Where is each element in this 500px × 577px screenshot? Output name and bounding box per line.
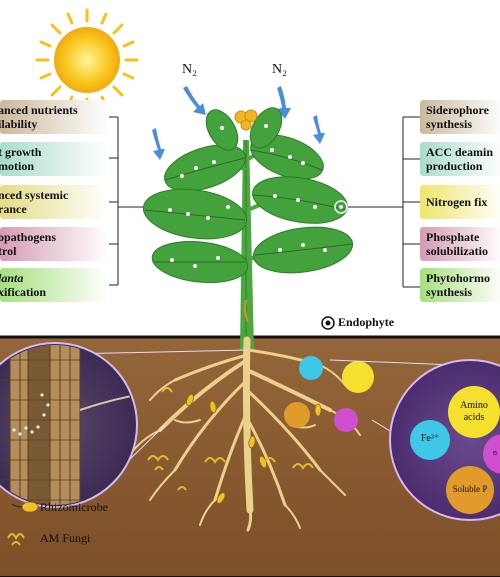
left-box-growth: t growth motion (0, 142, 108, 176)
amino-line2: acids (463, 412, 485, 423)
partial-label: n (493, 448, 497, 457)
endophyte-legend-icon (321, 316, 335, 330)
right-box-line2: solubilizatio (426, 244, 489, 258)
right-box-line1: ACC deamin (426, 145, 494, 159)
left-box-line1: opathogens (0, 230, 57, 244)
root-cell-magnification (0, 342, 138, 508)
am-fungi-legend-icon (7, 533, 25, 546)
right-box-line2: synthesis (426, 117, 473, 131)
right-box-acc: ACC deamin production (420, 142, 500, 176)
nitrogen-arrows (152, 86, 325, 160)
right-box-phosphate: Phosphate solubilizatio (420, 227, 500, 261)
left-box-line2: rance (0, 202, 27, 216)
rhizomicrobe-legend-icon (11, 501, 39, 513)
right-box-line1: Phosphate (426, 230, 480, 244)
left-box-line1: nced systemic (0, 188, 69, 202)
right-box-siderophore: Siderophore synthesis (420, 100, 500, 134)
nutrient-magnification (389, 359, 500, 521)
left-box-nutrients: anced nutrients ilability (0, 100, 108, 134)
left-box-line2: motion (0, 159, 34, 173)
right-box-line1: Nitrogen fix (426, 195, 488, 209)
left-box-line2: trol (0, 244, 17, 258)
right-box-nitrogen: Nitrogen fix (420, 185, 500, 219)
left-box-line2: ilability (0, 117, 38, 131)
left-box-line1: t growth (0, 145, 42, 159)
right-box-line2: synthesis (426, 285, 473, 299)
flower-icon (234, 109, 258, 131)
amino-line1: Amino (460, 400, 488, 411)
left-box-line1: lanta (0, 271, 24, 285)
left-box-line2: xification (0, 285, 46, 299)
left-box-detox: lanta xification (0, 268, 108, 302)
right-box-phytohormone: Phytohormo synthesis (420, 268, 500, 302)
root-system (129, 336, 361, 532)
endophyte-marker (334, 200, 348, 214)
leaf-veins (144, 149, 353, 263)
endophyte-dots (168, 124, 327, 268)
amino-acids-label: Amino acids (452, 400, 496, 424)
left-box-line1: anced nutrients (0, 103, 78, 117)
am-fungi (147, 387, 314, 491)
nitrogen-label-2: N₂ (272, 62, 287, 77)
rhizomicrobe-legend-label: Rhizomicrobe (40, 500, 108, 514)
soluble-p-label: Soluble P (452, 484, 488, 494)
sun-icon (35, 8, 139, 112)
right-box-line1: Siderophore (426, 103, 489, 117)
endophyte-legend-label: Endophyte (338, 315, 395, 329)
am-fungi-legend-label: AM Fungi (40, 531, 91, 545)
right-connectors (348, 116, 420, 288)
nitrogen-label-1: N₂ (182, 62, 197, 77)
iron-label: Fe³⁺ (420, 433, 440, 444)
nutrient-circles (284, 356, 374, 432)
right-box-line2: production (426, 159, 483, 173)
left-box-pathogens: opathogens trol (0, 227, 108, 261)
left-box-systemic: nced systemic rance (0, 185, 108, 219)
rhizomicrobe-cells (186, 393, 322, 504)
right-box-line1: Phytohormo (426, 271, 490, 285)
